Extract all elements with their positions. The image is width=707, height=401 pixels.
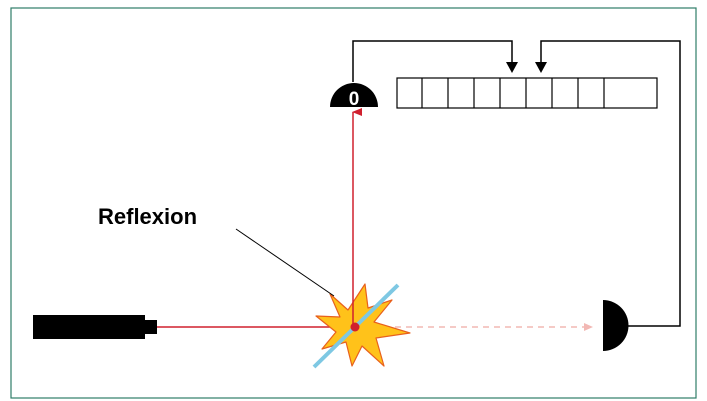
detector-top-icon: 0: [330, 83, 378, 110]
feedback-arrow-top: [506, 62, 518, 73]
memory-register: [396, 77, 658, 109]
laser-source-icon: [33, 315, 157, 339]
feedback-line-top: [352, 40, 513, 82]
detector-top-value: 0: [349, 89, 360, 110]
impact-point: [350, 322, 360, 332]
reflection-flash-icon: [315, 283, 411, 367]
feedback-line-right: [540, 40, 681, 327]
annotation-label: Reflexion: [98, 204, 197, 229]
annotation-pointer: [235, 228, 335, 297]
feedback-arrow-right: [535, 62, 547, 73]
detector-right-icon: [603, 300, 629, 351]
